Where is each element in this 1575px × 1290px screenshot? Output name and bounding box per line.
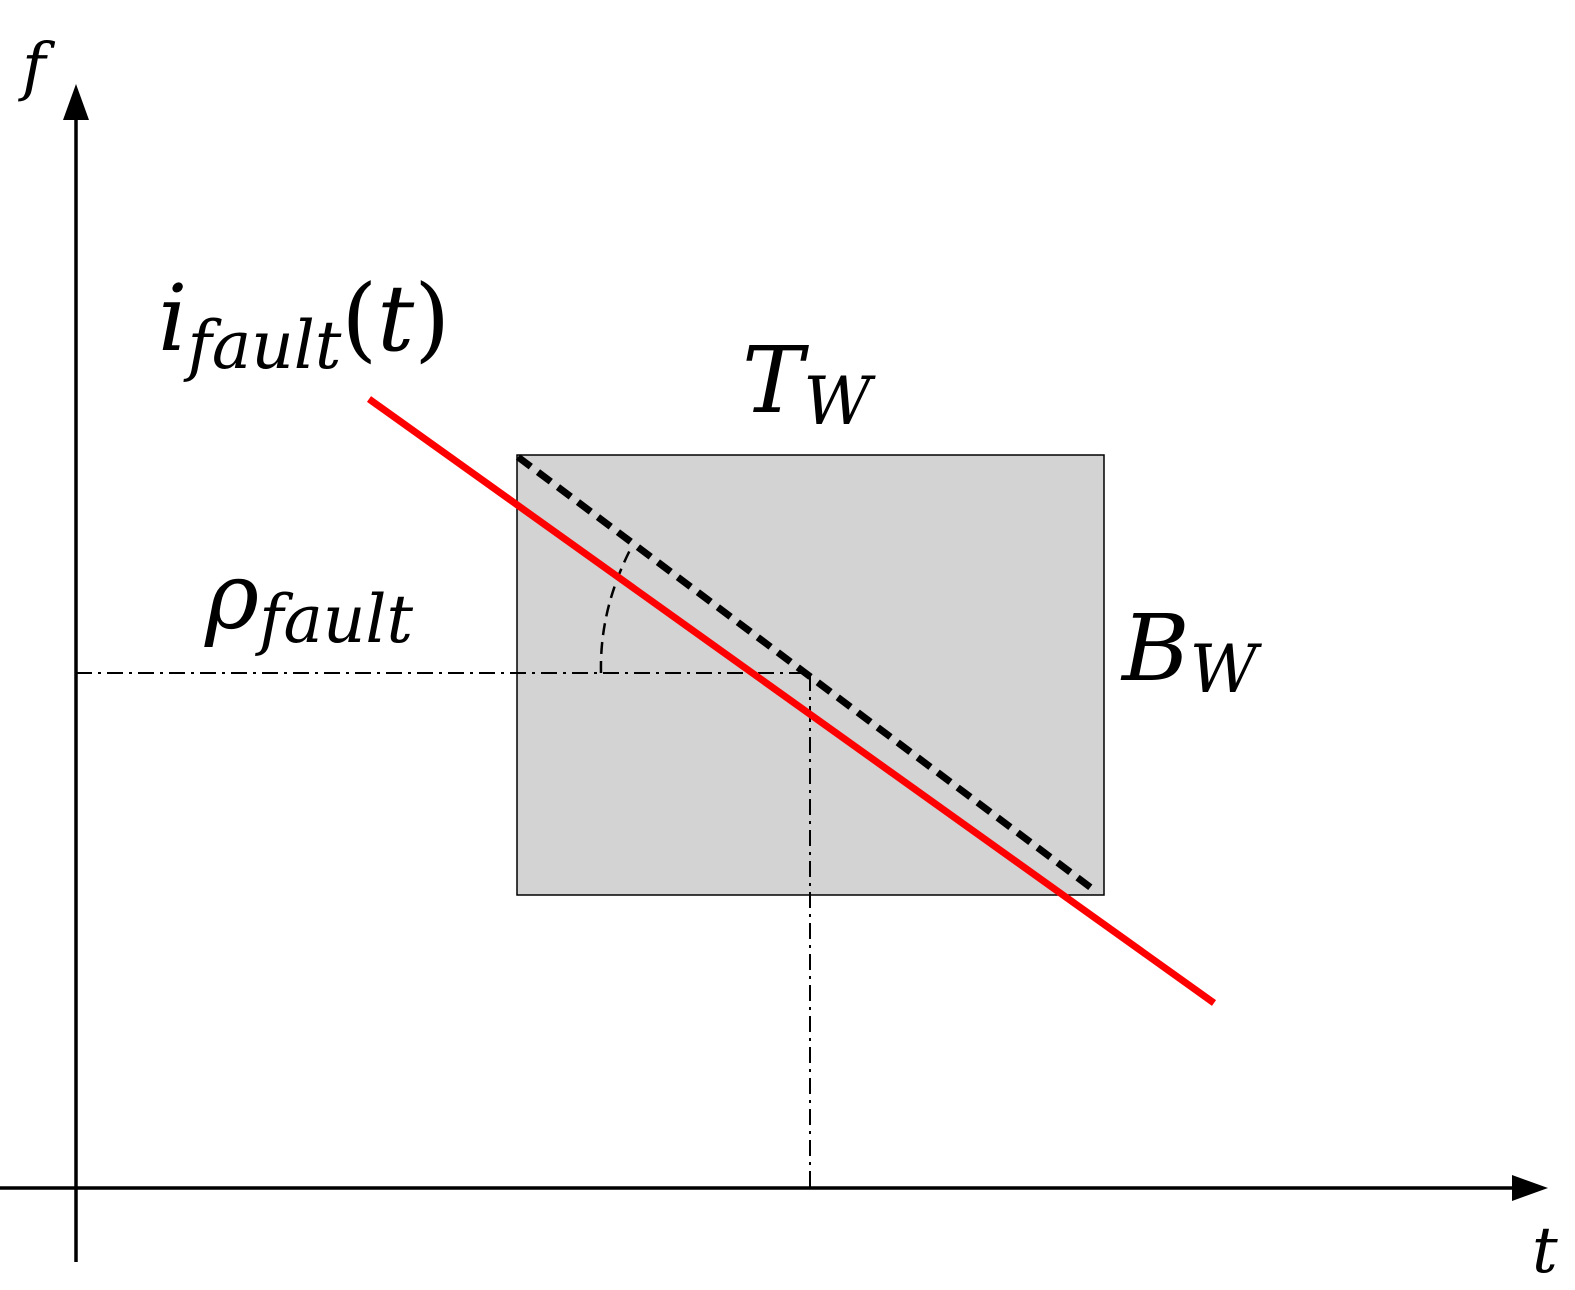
band-window-label-sub: W [1190, 631, 1263, 708]
time-window-label-main: T [742, 327, 809, 434]
x-axis-arrowhead [1512, 1175, 1548, 1201]
slope-label-sub: fault [254, 581, 413, 658]
signal-label-arg: t [377, 265, 415, 372]
slope-label: ρfault [204, 543, 413, 658]
band-window-label: BW [1120, 595, 1263, 708]
tangent-line [515, 454, 1097, 893]
band-window-label-main: B [1120, 595, 1190, 702]
y-axis-arrowhead [63, 84, 89, 120]
signal-trajectory [366, 396, 1217, 1006]
signal-label: ifault(t) [158, 265, 450, 384]
signal-label-sub: fault [182, 307, 341, 384]
signal-label-main: i [158, 265, 187, 372]
y-axis-label: f [18, 30, 56, 104]
signal-label-close: ) [414, 265, 450, 372]
time-window-label: TW [742, 327, 876, 440]
slope-angle-arc [599, 549, 632, 674]
time-window-label-sub: W [803, 363, 876, 440]
slope-label-main: ρ [204, 543, 259, 650]
signal-label-open: ( [341, 265, 377, 372]
x-axis-label: t [1532, 1214, 1558, 1288]
